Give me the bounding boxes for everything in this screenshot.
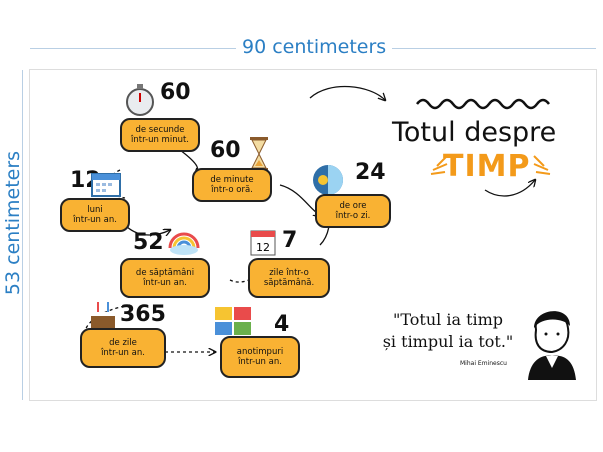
fact-card-seasons: anotimpuri într-un an. — [220, 336, 300, 378]
fact-line1: anotimpuri — [236, 347, 284, 357]
fact-card-hours: de ore într-o zi. — [315, 194, 391, 228]
fact-number-days-year: 365 — [120, 302, 166, 327]
sparkle-left-icon — [430, 155, 448, 175]
eminescu-portrait-icon — [528, 311, 576, 380]
fact-line2: într-o oră. — [211, 185, 253, 195]
fact-line1: de zile — [109, 338, 137, 348]
fact-card-minutes: de minute într-o oră. — [192, 168, 272, 202]
fact-number-seconds: 60 — [160, 80, 191, 105]
fact-card-weeks: de săptămâni într-un an. — [120, 258, 210, 298]
title-line-2: TIMP — [443, 149, 531, 184]
fact-line1: de minute — [210, 175, 254, 185]
calendar-icon — [91, 173, 121, 197]
fact-line1: de secunde — [135, 125, 185, 135]
fact-number-hours: 24 — [355, 160, 386, 185]
seasons-icon — [215, 307, 251, 335]
stopwatch-icon — [126, 84, 154, 116]
day-night-globe-icon — [313, 165, 343, 195]
fact-number-seasons: 4 — [274, 312, 290, 337]
fact-line1: de ore — [339, 201, 367, 211]
fact-line2: săptămână. — [263, 278, 315, 288]
sparkle-right-icon — [533, 155, 551, 175]
fact-line2: într-un an. — [73, 215, 117, 225]
fact-line2: într-un an. — [101, 348, 145, 358]
hourglass-icon — [250, 137, 268, 171]
fact-line1: luni — [87, 205, 103, 215]
svg-text:12: 12 — [256, 241, 270, 254]
fact-card-days-year: de zile într-un an. — [80, 328, 166, 368]
fact-line2: într-o zi. — [335, 211, 371, 221]
rainbow-cloud-icon — [168, 232, 200, 255]
height-dimension-line — [22, 70, 23, 400]
quote-line-1: "Totul ia timp — [392, 310, 504, 329]
title-line-1: Totul despre — [392, 117, 557, 148]
quote-line-2: și timpul ia tot." — [382, 332, 514, 351]
calendar-page-icon: 12 — [250, 230, 276, 256]
fact-line2: într-un an. — [238, 357, 282, 367]
time-poster: Totul despre TIMP 60 de secunde într-un … — [30, 70, 596, 400]
fact-number-days-week: 7 — [282, 228, 298, 253]
title-decoration — [416, 98, 550, 110]
fact-line2: într-un minut. — [130, 135, 190, 145]
height-dimension-label: 53 centimeters — [2, 150, 24, 296]
fact-card-seconds: de secunde într-un minut. — [120, 118, 200, 152]
fact-line1: de săptămâni — [135, 268, 195, 278]
width-dimension-label: 90 centimeters — [236, 36, 393, 58]
fact-card-days-week: zile într-o săptămână. — [248, 258, 330, 298]
fact-number-weeks: 52 — [133, 230, 164, 255]
birthday-cake-icon — [91, 302, 115, 328]
fact-number-minutes: 60 — [210, 138, 241, 163]
fact-card-months: luni într-un an. — [60, 198, 130, 232]
quote-author: Mihai Eminescu — [460, 360, 507, 367]
fact-line2: într-un an. — [143, 278, 187, 288]
fact-line1: zile într-o — [269, 268, 309, 278]
